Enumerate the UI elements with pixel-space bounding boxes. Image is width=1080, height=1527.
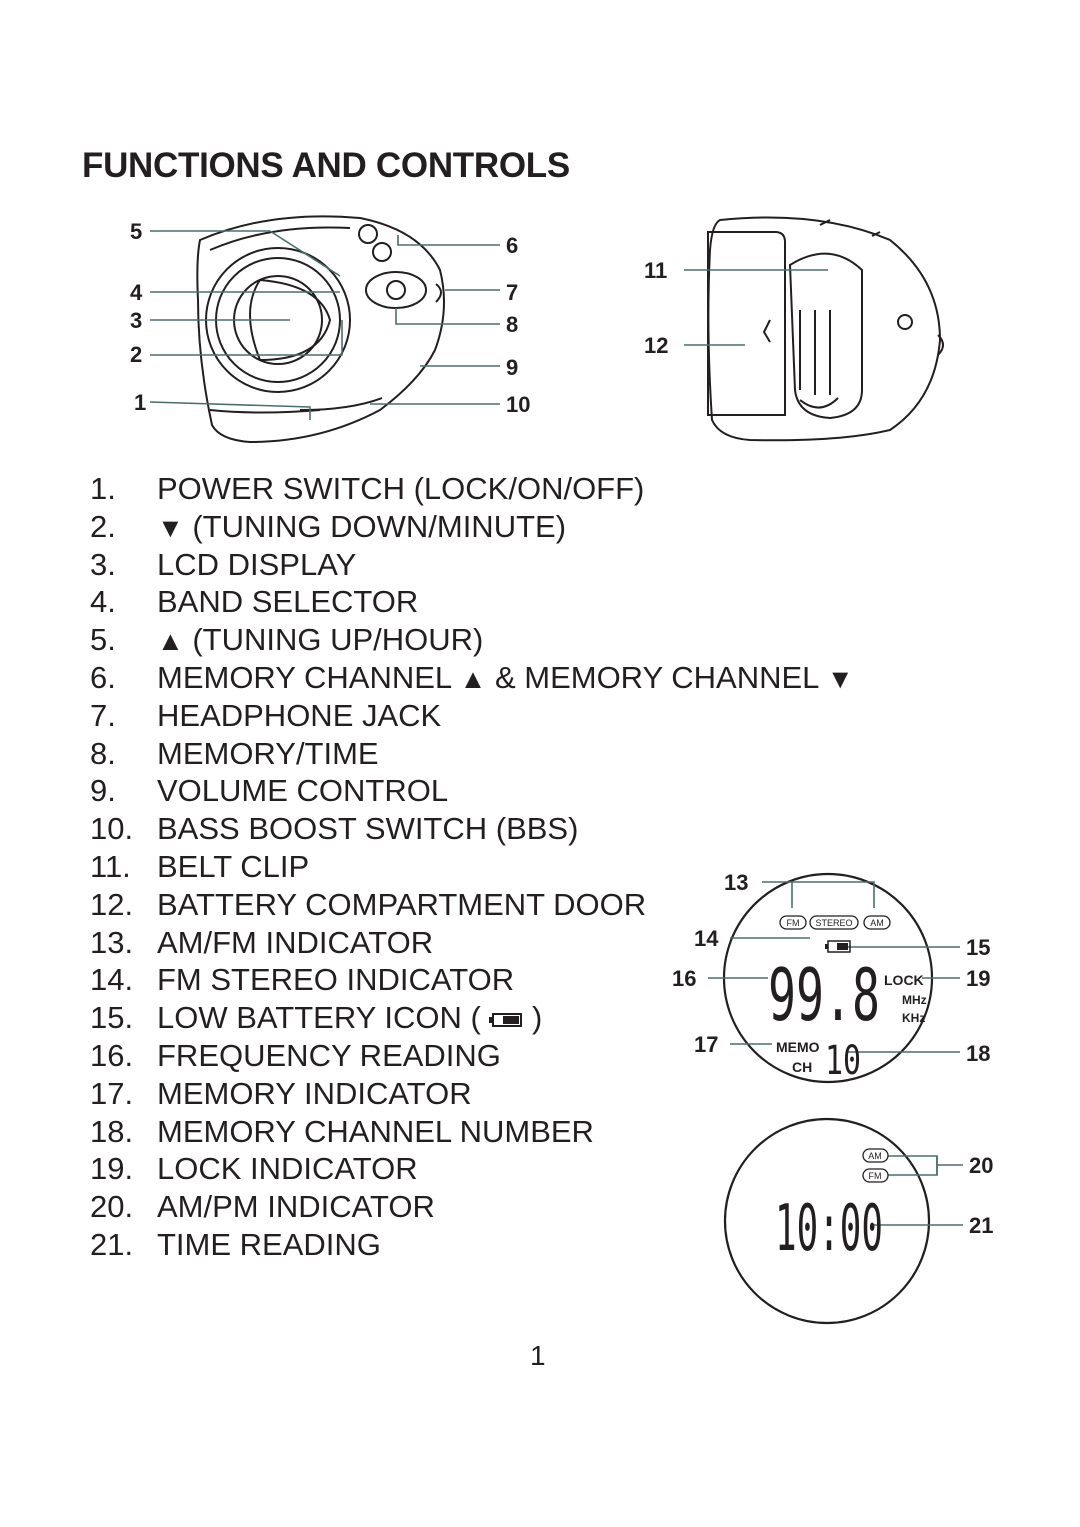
callout-2: 2 <box>130 342 142 367</box>
page-title: FUNCTIONS AND CONTROLS <box>82 146 570 185</box>
callout-3: 3 <box>130 308 142 333</box>
am-badge: AM <box>870 918 884 928</box>
khz-unit: KHz <box>902 1011 925 1025</box>
time-reading: 10:00 <box>775 1192 883 1266</box>
callout-10: 10 <box>506 392 530 417</box>
radio-back-diagram: 11 12 <box>644 216 944 442</box>
down-triangle-icon: ▼ <box>826 663 854 694</box>
callout-1: 1 <box>134 390 146 415</box>
callout-21: 21 <box>969 1213 993 1238</box>
callout-8: 8 <box>506 312 518 337</box>
callout-11: 11 <box>644 258 667 283</box>
clock-lcd-diagram: AM FM 10:00 20 21 <box>723 1117 993 1325</box>
callout-5: 5 <box>130 219 142 244</box>
callout-6: 6 <box>506 233 518 258</box>
callout-20: 20 <box>969 1153 993 1178</box>
frequency-reading: 99.8 <box>768 953 880 1037</box>
battery-icon <box>489 1012 523 1027</box>
ch-label: CH <box>792 1059 812 1075</box>
mhz-unit: MHz <box>902 993 927 1007</box>
down-triangle-icon: ▼ <box>157 512 184 543</box>
stereo-badge: STEREO <box>815 918 852 928</box>
radio-lcd-diagram: FM STEREO AM 99.8 LOCK MHz KHz MEMO CH 1… <box>672 870 990 1084</box>
battery-icon <box>825 940 851 953</box>
callout-19: 19 <box>966 966 990 991</box>
memo-indicator: MEMO <box>776 1039 820 1055</box>
callout-7: 7 <box>506 280 518 305</box>
callout-4: 4 <box>130 280 143 305</box>
callout-9: 9 <box>506 355 518 380</box>
memory-channel-number: 10 <box>825 1038 861 1084</box>
radio-front-diagram: 5 6 4 7 3 8 2 9 1 10 <box>130 215 530 444</box>
up-triangle-icon: ▲ <box>157 626 184 657</box>
lock-indicator: LOCK <box>884 972 924 988</box>
fm-badge: FM <box>869 1171 882 1181</box>
callout-18: 18 <box>966 1041 990 1066</box>
up-triangle-icon: ▲ <box>459 663 487 694</box>
callout-16: 16 <box>672 966 696 991</box>
callout-12: 12 <box>644 333 668 358</box>
callout-13: 13 <box>724 870 748 895</box>
callout-14: 14 <box>694 926 719 951</box>
callout-15: 15 <box>966 935 990 960</box>
callout-17: 17 <box>694 1032 718 1057</box>
page-number: 1 <box>530 1340 546 1371</box>
fm-badge: FM <box>787 918 800 928</box>
am-badge: AM <box>868 1151 882 1161</box>
